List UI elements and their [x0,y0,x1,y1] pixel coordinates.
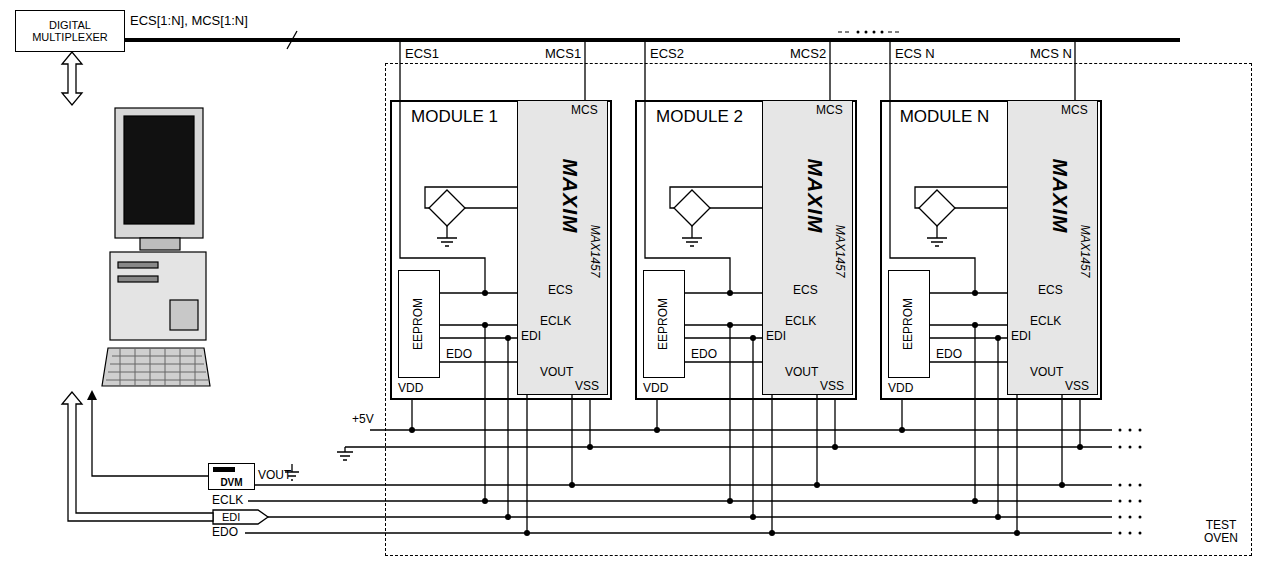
chip-name: EEPROM [657,298,670,350]
maker-logo: MAXIM [803,159,826,234]
pin-name: ECLK [1030,315,1061,328]
pin-name: VOUT [540,366,573,379]
pin-name: VDD [888,382,913,395]
signal-name: EDO [212,526,238,539]
signal-name: ECLK [212,494,243,507]
module-box: MODULE 2 EEPROM MAXIM MAX1457 [635,100,857,400]
meter-name: DVM [220,477,242,488]
select-line-name: MCS N [1030,47,1072,61]
pin-name: VSS [820,380,844,393]
signal-name: +5V [352,413,374,426]
pin-name: EDI [1011,330,1031,343]
select-line [125,40,830,100]
maker-logo: MAXIM [1048,159,1071,234]
eeprom-chip: EEPROM [888,270,930,378]
signal-name: EDI [222,511,240,523]
module-box: MODULE 1 EEPROM MAXIM MAX1457 [390,100,612,400]
select-line-name: MCS1 [545,47,581,61]
eeprom-chip: EEPROM [398,270,440,378]
chip-name: EEPROM [412,298,425,350]
test-oven-region: TEST OVENMODULE 1EEPROMMAXIMMAX1457MODUL… [385,63,1252,556]
multiplexer-box: DIGITAL MULTIPLEXER [15,10,125,52]
select-line [125,40,585,100]
select-line-name: ECS1 [405,47,439,61]
region-title: TEST OVEN [1199,519,1243,545]
pin-name: VSS [1065,380,1089,393]
part-number: MAX1457 [832,225,845,278]
dvm-meter: DVM [208,463,255,490]
module-title: MODULE N [882,108,1007,127]
pin-name: VSS [575,380,599,393]
pin-name: VOUT [1030,366,1063,379]
signal-name: VOUT [258,469,291,482]
pin-name: ECLK [785,315,816,328]
module-box: MODULE N EEPROM MAXIM MAX1457 [880,100,1102,400]
pin-name: ECS [548,284,573,297]
pin-name: MCS [571,104,598,117]
pin-name: VDD [398,382,423,395]
module-title: MODULE 2 [637,108,762,127]
pin-name: EDO [446,348,472,361]
pin-name: MCS [816,104,843,117]
part-number: MAX1457 [587,225,600,278]
pin-name: EDO [691,348,717,361]
pin-name: ECS [793,284,818,297]
eeprom-chip: EEPROM [643,270,685,378]
module-title: MODULE 1 [392,108,517,127]
max1457-chip: MAXIM MAX1457 [1007,100,1098,395]
pin-name: EDO [936,348,962,361]
pin-name: EDI [766,330,786,343]
pin-name: VOUT [785,366,818,379]
pin-name: EDI [521,330,541,343]
maker-logo: MAXIM [558,159,581,234]
max1457-chip: MAXIM MAX1457 [517,100,608,395]
select-line-name: ECS2 [650,47,684,61]
chip-name: EEPROM [902,298,915,350]
max1457-chip: MAXIM MAX1457 [762,100,853,395]
pin-name: VDD [643,382,668,395]
pin-name: ECLK [540,315,571,328]
select-line-name: ECS N [895,47,935,61]
part-number: MAX1457 [1077,225,1090,278]
box-title: DIGITAL MULTIPLEXER [25,19,115,43]
pin-name: ECS [1038,284,1063,297]
select-line [125,40,1075,100]
select-line-name: MCS2 [790,47,826,61]
pin-name: MCS [1061,104,1088,117]
bus-name: ECS[1:N], MCS[1:N] [130,14,248,28]
